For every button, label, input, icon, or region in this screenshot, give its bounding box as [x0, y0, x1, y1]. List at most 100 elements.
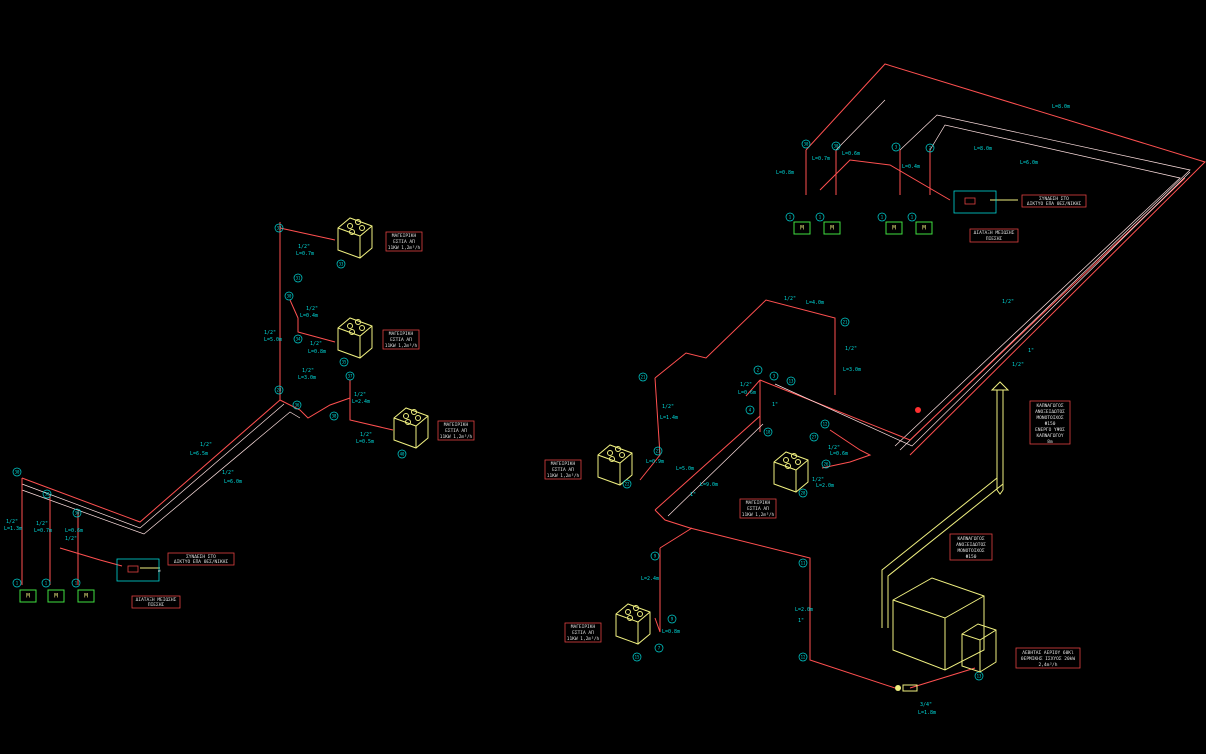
- svg-text:36: 36: [295, 403, 300, 408]
- dimension-label: L=3.0m: [843, 367, 861, 373]
- dimension-label: L=2.4m: [641, 576, 659, 582]
- dimension-label: 1": [798, 618, 804, 624]
- dimension-label: L=0.9m: [646, 459, 664, 465]
- heater-label: 11KW 1,2m³/h: [440, 434, 473, 440]
- heater-label: ΕΣΤΙΑ ΑΠ: [552, 467, 574, 473]
- heater-label: ΕΣΤΙΑ ΑΠ: [393, 239, 415, 245]
- dimension-label: L=0.8m: [776, 170, 794, 176]
- heater-label: ΜΑΓΕΙΡΙΚΗ: [571, 624, 596, 630]
- svg-text:1: 1: [75, 581, 78, 586]
- dimension-label: 1/2": [662, 404, 674, 410]
- svg-text:40: 40: [400, 452, 405, 457]
- meter-label: M: [892, 225, 896, 232]
- dimension-label: 1/2": [65, 536, 77, 542]
- chimney-label: ΕΝΕΡΓΟ ΥΨΟΣ: [1035, 427, 1065, 433]
- chimney-boiler: ΚΑΠΝΑΓΩΓΟΣ ΑΝΟΞΕΙΔΩΤΟΣ ΜΟΝΟΤΟΙΧΟΣ Φ150 Ε…: [881, 381, 1081, 673]
- svg-text:2: 2: [757, 368, 760, 373]
- dimension-label: L=0.7m: [296, 251, 314, 257]
- dimension-label: 1/2": [264, 330, 276, 336]
- heater-box: [337, 317, 373, 359]
- heater-label: ΜΑΓΕΙΡΙΚΗ: [551, 461, 576, 467]
- valve-icon: ⇄: [158, 569, 161, 574]
- chimney-label: ΜΟΝΟΤΟΙΧΟΣ: [1036, 415, 1063, 421]
- gas-meter: [47, 589, 65, 603]
- svg-text:1: 1: [819, 215, 822, 220]
- chimney-label: ΑΝΟΞΕΙΔΩΤΟΣ: [1035, 409, 1065, 415]
- heater-label: ΕΣΤΙΑ ΑΠ: [445, 428, 467, 434]
- heater-label: ΜΑΓΕΙΡΙΚΗ: [392, 233, 417, 239]
- dimension-label: 1/2": [36, 521, 48, 527]
- gas-meter: [19, 589, 37, 603]
- svg-text:27: 27: [812, 435, 817, 440]
- chimney-label: 8m: [1047, 439, 1053, 445]
- pressure-label: ΠΙΕΣΗΣ: [986, 236, 1003, 242]
- chimney-label: Φ150: [1045, 421, 1056, 427]
- chimney-label: ΜΟΝΟΤΟΙΧΟΣ: [957, 548, 984, 554]
- svg-text:35: 35: [342, 360, 347, 365]
- dimension-label: 1/2": [812, 477, 824, 483]
- svg-text:9: 9: [671, 617, 674, 622]
- dimension-label: L=2.0m: [795, 607, 813, 613]
- gas-meter: [793, 221, 811, 235]
- dimension-label: 1/2": [306, 306, 318, 312]
- svg-text:22: 22: [625, 482, 630, 487]
- heater-label: 11KW 1,2m³/h: [547, 473, 580, 479]
- boiler-label: 2,4m³/h: [1039, 662, 1058, 668]
- dimension-label: L=3.0m: [298, 375, 316, 381]
- svg-text:32: 32: [277, 226, 282, 231]
- dimension-label: L=0.6m: [830, 451, 848, 457]
- dimension-label: L=5.0m: [676, 466, 694, 472]
- heater-box: [337, 217, 373, 259]
- dimension-label: 1/2": [354, 392, 366, 398]
- svg-text:1: 1: [911, 215, 914, 220]
- dimension-label: L=2.4m: [352, 399, 370, 405]
- dimension-label: 1/2": [845, 346, 857, 352]
- gas-meter: [915, 221, 933, 235]
- gas-connection-label: ΣΥΝΔΕΣΗ ΣΤΟ: [186, 554, 216, 560]
- dimension-label: 1/2": [1012, 362, 1024, 368]
- valve-icon: [915, 407, 921, 413]
- heater-box: [773, 451, 809, 493]
- node-bubbles-top: 30 30 3 2 1 1 1 1: [785, 139, 935, 222]
- valve-icon: [895, 685, 901, 691]
- meter-label: M: [84, 593, 88, 600]
- dimension-label: 1/2": [740, 382, 752, 388]
- dimension-label: L=0.4m: [902, 164, 920, 170]
- pressure-label: ΔΙΑΤΑΞΗ ΜΕΙΩΣΗΣ: [136, 597, 177, 603]
- dimension-label: L=0.6m: [65, 528, 83, 534]
- svg-text:21: 21: [843, 320, 848, 325]
- chimney-label: Φ150: [966, 554, 977, 560]
- dimension-label: L=1.4m: [660, 415, 678, 421]
- gas-cock-icon: [902, 684, 918, 692]
- dimension-label: L=0.8m: [308, 349, 326, 355]
- heater-label: ΜΑΓΕΙΡΙΚΗ: [444, 422, 469, 428]
- svg-text:30: 30: [75, 511, 80, 516]
- dimension-label: 1/2": [298, 244, 310, 250]
- svg-text:1: 1: [45, 581, 48, 586]
- dimension-label: 1/2": [360, 432, 372, 438]
- heater-box: [615, 603, 651, 645]
- svg-text:26: 26: [824, 462, 829, 467]
- dimension-label: L=0.7m: [34, 528, 52, 534]
- dimension-label: L=1.3m: [4, 526, 22, 532]
- dimension-label: L=9.0m: [700, 482, 718, 488]
- chimney-label: ΑΝΟΞΕΙΔΩΤΟΣ: [956, 542, 986, 548]
- dimension-label: 1/2": [222, 470, 234, 476]
- svg-text:12: 12: [823, 422, 828, 427]
- dimension-label: L=0.6m: [842, 151, 860, 157]
- chimney-label: ΚΑΠΝΑΓΩΓΟΥ: [1036, 433, 1063, 439]
- dimension-label: 1/2": [1002, 299, 1014, 305]
- svg-text:30: 30: [45, 492, 50, 497]
- svg-text:7: 7: [658, 646, 661, 651]
- meter-label: M: [800, 225, 804, 232]
- svg-text:38: 38: [332, 414, 337, 419]
- svg-text:13: 13: [789, 379, 794, 384]
- svg-text:3: 3: [773, 374, 776, 379]
- pressure-label: ΔΙΑΤΑΞΗ ΜΕΙΩΣΗΣ: [974, 230, 1015, 236]
- dimension-label: 1": [690, 492, 696, 498]
- heater-label: 11KW 1,2m³/h: [388, 245, 421, 251]
- dimension-label: 1/2": [828, 445, 840, 451]
- dimension-label: L=1.8m: [918, 710, 936, 716]
- heater-box: [597, 444, 633, 486]
- heater-label: ΜΑΓΕΙΡΙΚΗ: [746, 500, 771, 506]
